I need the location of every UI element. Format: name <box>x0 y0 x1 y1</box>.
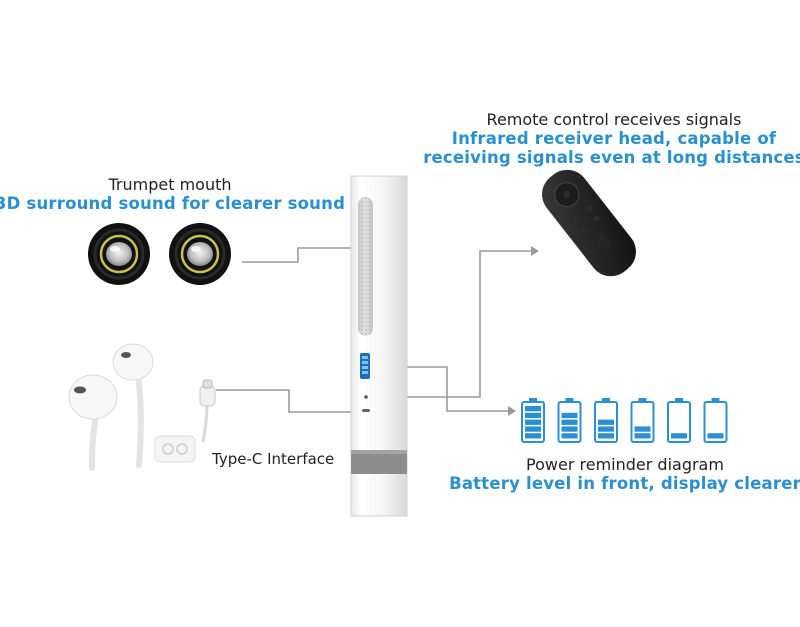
battery-level-segment <box>525 426 541 432</box>
battery-level-segment <box>598 433 614 439</box>
battery-level-segment <box>561 433 578 439</box>
battery-icon <box>521 398 545 443</box>
speaker-icon <box>169 223 231 285</box>
battery-connector-line <box>371 366 508 412</box>
battery-level-segment <box>525 412 541 419</box>
battery-level-segment <box>525 433 541 439</box>
remote-title: Remote control receives signals <box>486 110 742 129</box>
remote-description-line2: receiving signals even at long distances <box>423 147 800 167</box>
battery-level-segment <box>671 433 687 439</box>
remote-connector-arrow <box>531 246 539 256</box>
battery-level-segment <box>634 433 651 439</box>
trumpet-title: Trumpet mouth <box>108 175 232 194</box>
usb-c-connector-icon <box>199 379 216 443</box>
power-description: Battery level in front, display clearer <box>449 474 800 493</box>
battery-level-segment <box>525 419 541 425</box>
battery-level-segment <box>561 412 578 419</box>
battery-level-segment <box>561 426 578 432</box>
trumpet-description: 3D surround sound for clearer sound <box>0 194 346 213</box>
remote-control-icon <box>542 169 636 277</box>
battery-level-segment <box>525 406 541 412</box>
earphones-icon <box>68 343 196 471</box>
remote-connector-line <box>371 250 531 398</box>
battery-icon <box>594 398 618 443</box>
typec-label: Type-C Interface <box>212 450 335 468</box>
battery-icon <box>630 398 655 443</box>
power-title: Power reminder diagram <box>526 455 724 474</box>
battery-icon <box>667 398 691 443</box>
battery-row <box>521 398 728 443</box>
ir-receiver-dot <box>364 395 368 399</box>
speaker-icon <box>88 223 150 285</box>
battery-icon <box>557 398 582 443</box>
battery-level-segment <box>561 419 578 425</box>
battery-level-segment <box>598 419 614 425</box>
battery-level-segment <box>634 426 651 432</box>
remote-description-line1: Infrared receiver head, capable of <box>451 129 777 148</box>
remote-description: Infrared receiver head, capable of recei… <box>423 129 800 168</box>
typec-connector-line <box>216 389 353 413</box>
speaker-connector-line <box>242 247 353 263</box>
battery-icon <box>703 398 728 443</box>
device-pole <box>350 175 408 517</box>
connector-lines <box>216 243 539 417</box>
battery-level-segment <box>707 433 724 439</box>
usb-c-port <box>362 409 370 412</box>
battery-level-segment <box>598 426 614 432</box>
battery-connector-arrow <box>508 406 516 416</box>
